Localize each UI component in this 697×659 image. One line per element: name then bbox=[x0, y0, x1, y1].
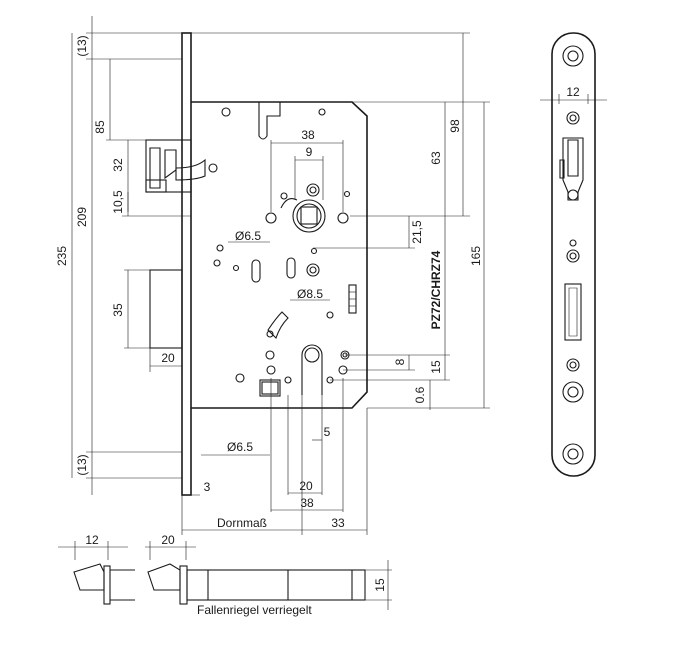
dim-12-side: 12 bbox=[85, 533, 99, 547]
dim-20-bottom: 20 bbox=[299, 479, 313, 493]
center-dimension-lines bbox=[181, 140, 368, 535]
dim-32: 32 bbox=[111, 158, 125, 172]
dim-15-right: 15 bbox=[429, 360, 443, 374]
dim-98: 98 bbox=[448, 119, 462, 133]
dim-10-5: 10,5 bbox=[111, 190, 125, 214]
dim-38-bottom: 38 bbox=[300, 496, 314, 510]
dim-6-5-bottom: Ø6.5 bbox=[227, 440, 253, 454]
right-dimension-lines bbox=[191, 32, 490, 410]
dim-165: 165 bbox=[469, 246, 483, 266]
dim-0-6: 0.6 bbox=[413, 386, 427, 403]
dim-15-side: 15 bbox=[373, 578, 387, 592]
model-label: PZ72/CHRZ74 bbox=[429, 250, 443, 329]
dim-20-left: 20 bbox=[161, 351, 175, 365]
dim-20-side: 20 bbox=[161, 533, 175, 547]
dim-13-top: (13) bbox=[75, 35, 89, 56]
dim-209: 209 bbox=[75, 207, 89, 227]
dim-8-5: Ø8.5 bbox=[297, 287, 323, 301]
dim-6-5-top: Ø6.5 bbox=[235, 229, 261, 243]
dim-235: 235 bbox=[55, 246, 69, 266]
dim-8: 8 bbox=[393, 358, 407, 365]
lock-body-front-view bbox=[145, 32, 368, 496]
dim-63: 63 bbox=[429, 151, 443, 165]
dim-9: 9 bbox=[306, 145, 313, 159]
dim-85: 85 bbox=[93, 120, 107, 134]
left-dimension-lines bbox=[71, 16, 191, 495]
dim-35: 35 bbox=[111, 303, 125, 317]
label-dornmass: Dornmaß bbox=[217, 516, 267, 530]
dim-38-top: 38 bbox=[301, 128, 315, 142]
dim-12-faceplate: 12 bbox=[566, 85, 580, 99]
dim-5: 5 bbox=[324, 425, 331, 439]
dim-21-5: 21,5 bbox=[410, 220, 424, 244]
dim-3: 3 bbox=[204, 480, 211, 494]
side-views bbox=[58, 541, 392, 610]
dim-13-bottom: (13) bbox=[75, 454, 89, 475]
faceplate-front-view bbox=[540, 32, 607, 477]
dim-33: 33 bbox=[331, 516, 345, 530]
caption-fallenriegel: Fallenriegel verriegelt bbox=[197, 603, 312, 617]
